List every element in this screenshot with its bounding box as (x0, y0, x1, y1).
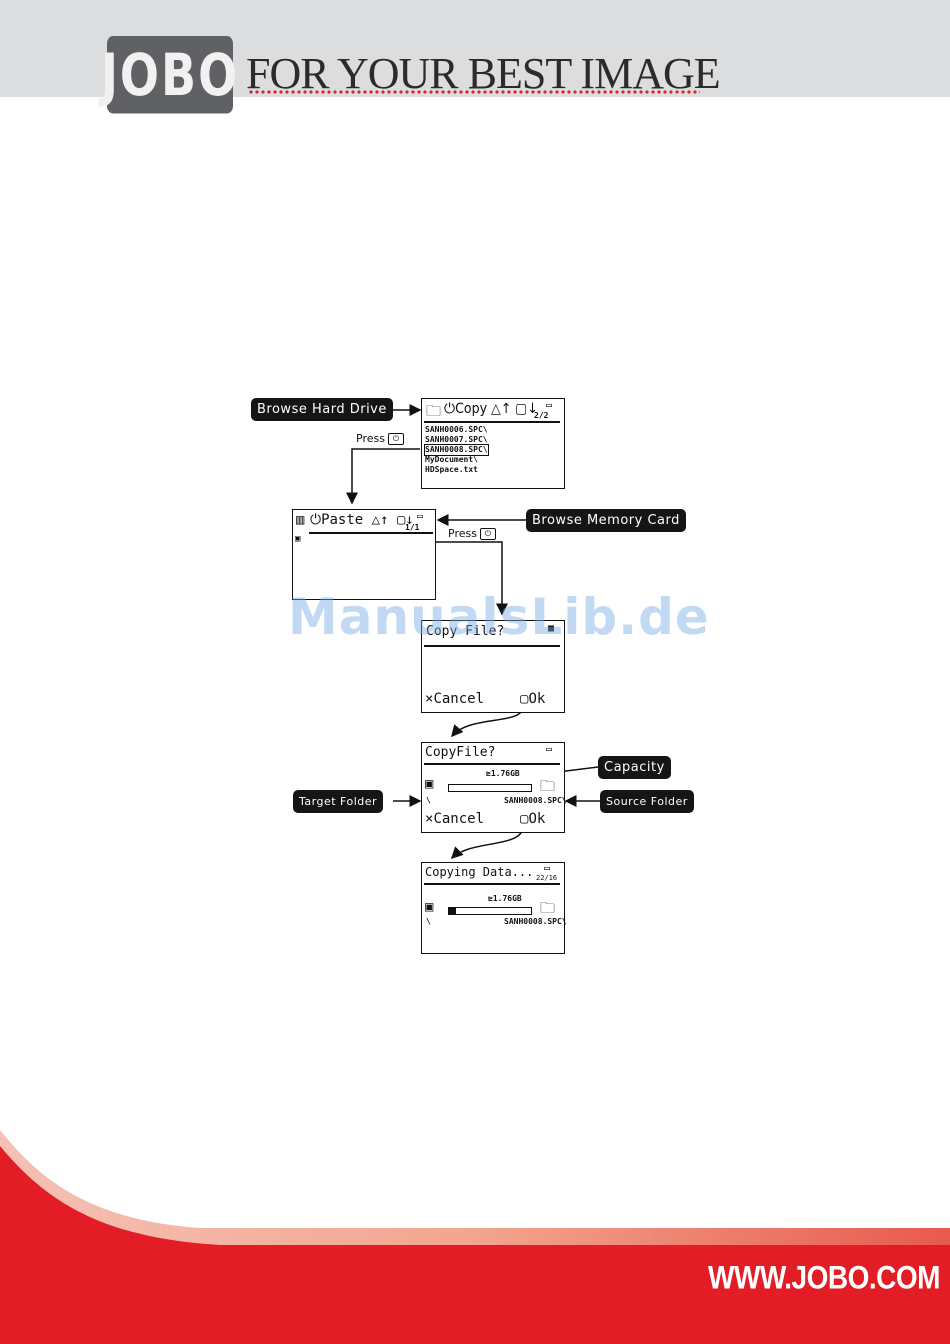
copy-file-list: SANH0006.SPC\ SANH0007.SPC\ SANH0008.SPC… (424, 425, 489, 475)
press-label-2: Press⏻ (448, 527, 496, 540)
copyfile-cancel[interactable]: ×Cancel (425, 811, 485, 827)
source-path: SANH0008.SPC\ (504, 917, 567, 926)
copying-screen: Copying Data... ▭ 22/16 ⊵1.76GB ▣ 🗀 \ SA… (421, 862, 567, 954)
progress-bar (448, 784, 532, 792)
paste-divider (309, 532, 433, 534)
cursor-icon: ▣ (295, 534, 301, 544)
battery-icon: ▭ (546, 400, 553, 411)
copy-screen: 🗀 ⏻Copy △↑ ▢↓ ▭ 2/2 SANH0006.SPC\ SANH00… (421, 398, 565, 489)
power-button-icon: ⏻ (479, 528, 496, 540)
copyfile-cancel-text: Cancel (433, 811, 485, 827)
confirm-screen: Copy File? ■ ×Cancel ▢Ok (421, 620, 565, 713)
copying-divider (424, 883, 560, 885)
copyfile-ok-text: Ok (528, 811, 546, 827)
power-button-icon: ⏻ (387, 433, 404, 445)
folder-icon: 🗀 (426, 402, 442, 420)
confirm-divider (424, 645, 560, 647)
target-path: \ (426, 796, 431, 805)
file-item: MyDocument\ (425, 455, 478, 464)
browse-memory-card-label: Browse Memory Card (526, 509, 686, 532)
copyfile-screen: CopyFile? ▭ ⊵1.76GB ▣ 🗀 \ SANH0008.SPC\ … (421, 742, 567, 833)
press-label-1: Press⏻ (356, 432, 404, 445)
tagline: FOR YOUR BEST IMAGE (246, 49, 721, 98)
memory-card-icon: ▣ (425, 899, 434, 915)
copy-page-indicator: 2/2 (534, 411, 549, 420)
folder-icon: 🗀 (540, 899, 556, 917)
capacity-value: ⊵1.76GB (488, 894, 522, 903)
target-path: \ (426, 917, 431, 926)
watermark: ManualsLib.de (288, 588, 710, 646)
copyfile-title: CopyFile? (425, 745, 496, 760)
tagline-dotted-underline (248, 90, 700, 94)
confirm-cancel[interactable]: ×Cancel (425, 691, 485, 707)
battery-icon: ▭ (546, 744, 553, 755)
footer-swoosh (0, 1130, 950, 1344)
paste-screen: ▥ ⏻Paste △↑ ▢↓ ▭ 1/1 ▣ (292, 509, 436, 600)
confirm-cancel-text: Cancel (433, 691, 485, 707)
paste-title-text: Paste (321, 512, 364, 528)
copy-progress-fill (449, 908, 456, 914)
copy-divider (424, 421, 560, 423)
capacity-value: ⊵1.76GB (486, 769, 520, 778)
battery-icon: ▭ (544, 863, 551, 874)
paste-page-indicator: 1/1 (405, 523, 420, 532)
confirm-title: Copy File? (426, 624, 505, 639)
website-url[interactable]: WWW.JOBO.COM (708, 1259, 940, 1296)
target-folder-label: Target Folder (293, 790, 384, 813)
diagram-connectors (318, 404, 600, 860)
copying-counter: 22/16 (536, 874, 558, 882)
confirm-ok-text: Ok (528, 691, 546, 707)
browse-hard-drive-label: Browse Hard Drive (251, 398, 393, 421)
source-path: SANH0008.SPC\ (504, 796, 567, 805)
file-item: SANH0006.SPC\ (425, 425, 488, 434)
copying-title: Copying Data... (425, 865, 534, 879)
capacity-label: Capacity (598, 756, 671, 779)
file-item: HDSpace.txt (425, 465, 478, 474)
battery-icon: ■ (548, 623, 555, 634)
copyfile-divider (424, 763, 560, 765)
folder-icon: 🗀 (540, 777, 556, 795)
memory-card-icon: ▣ (425, 776, 434, 792)
capacity-value-text: 1.76GB (490, 769, 520, 778)
copy-title: ⏻Copy △↑ ▢↓ (444, 401, 538, 417)
file-item: SANH0007.SPC\ (425, 435, 488, 444)
paste-title: ⏻Paste △↑ ▢↓ (310, 512, 414, 528)
source-folder-label: Source Folder (600, 790, 694, 813)
memory-card-icon: ▥ (296, 512, 305, 528)
copyfile-ok[interactable]: ▢Ok (520, 811, 546, 827)
copy-progress-bar (448, 907, 532, 915)
battery-icon: ▭ (417, 511, 424, 522)
file-item-selected: SANH0008.SPC\ (424, 444, 489, 456)
copy-title-text: Copy (455, 401, 488, 417)
confirm-ok[interactable]: ▢Ok (520, 691, 546, 707)
jobo-logo: JOBO (101, 36, 237, 114)
capacity-value-text: 1.76GB (492, 894, 522, 903)
